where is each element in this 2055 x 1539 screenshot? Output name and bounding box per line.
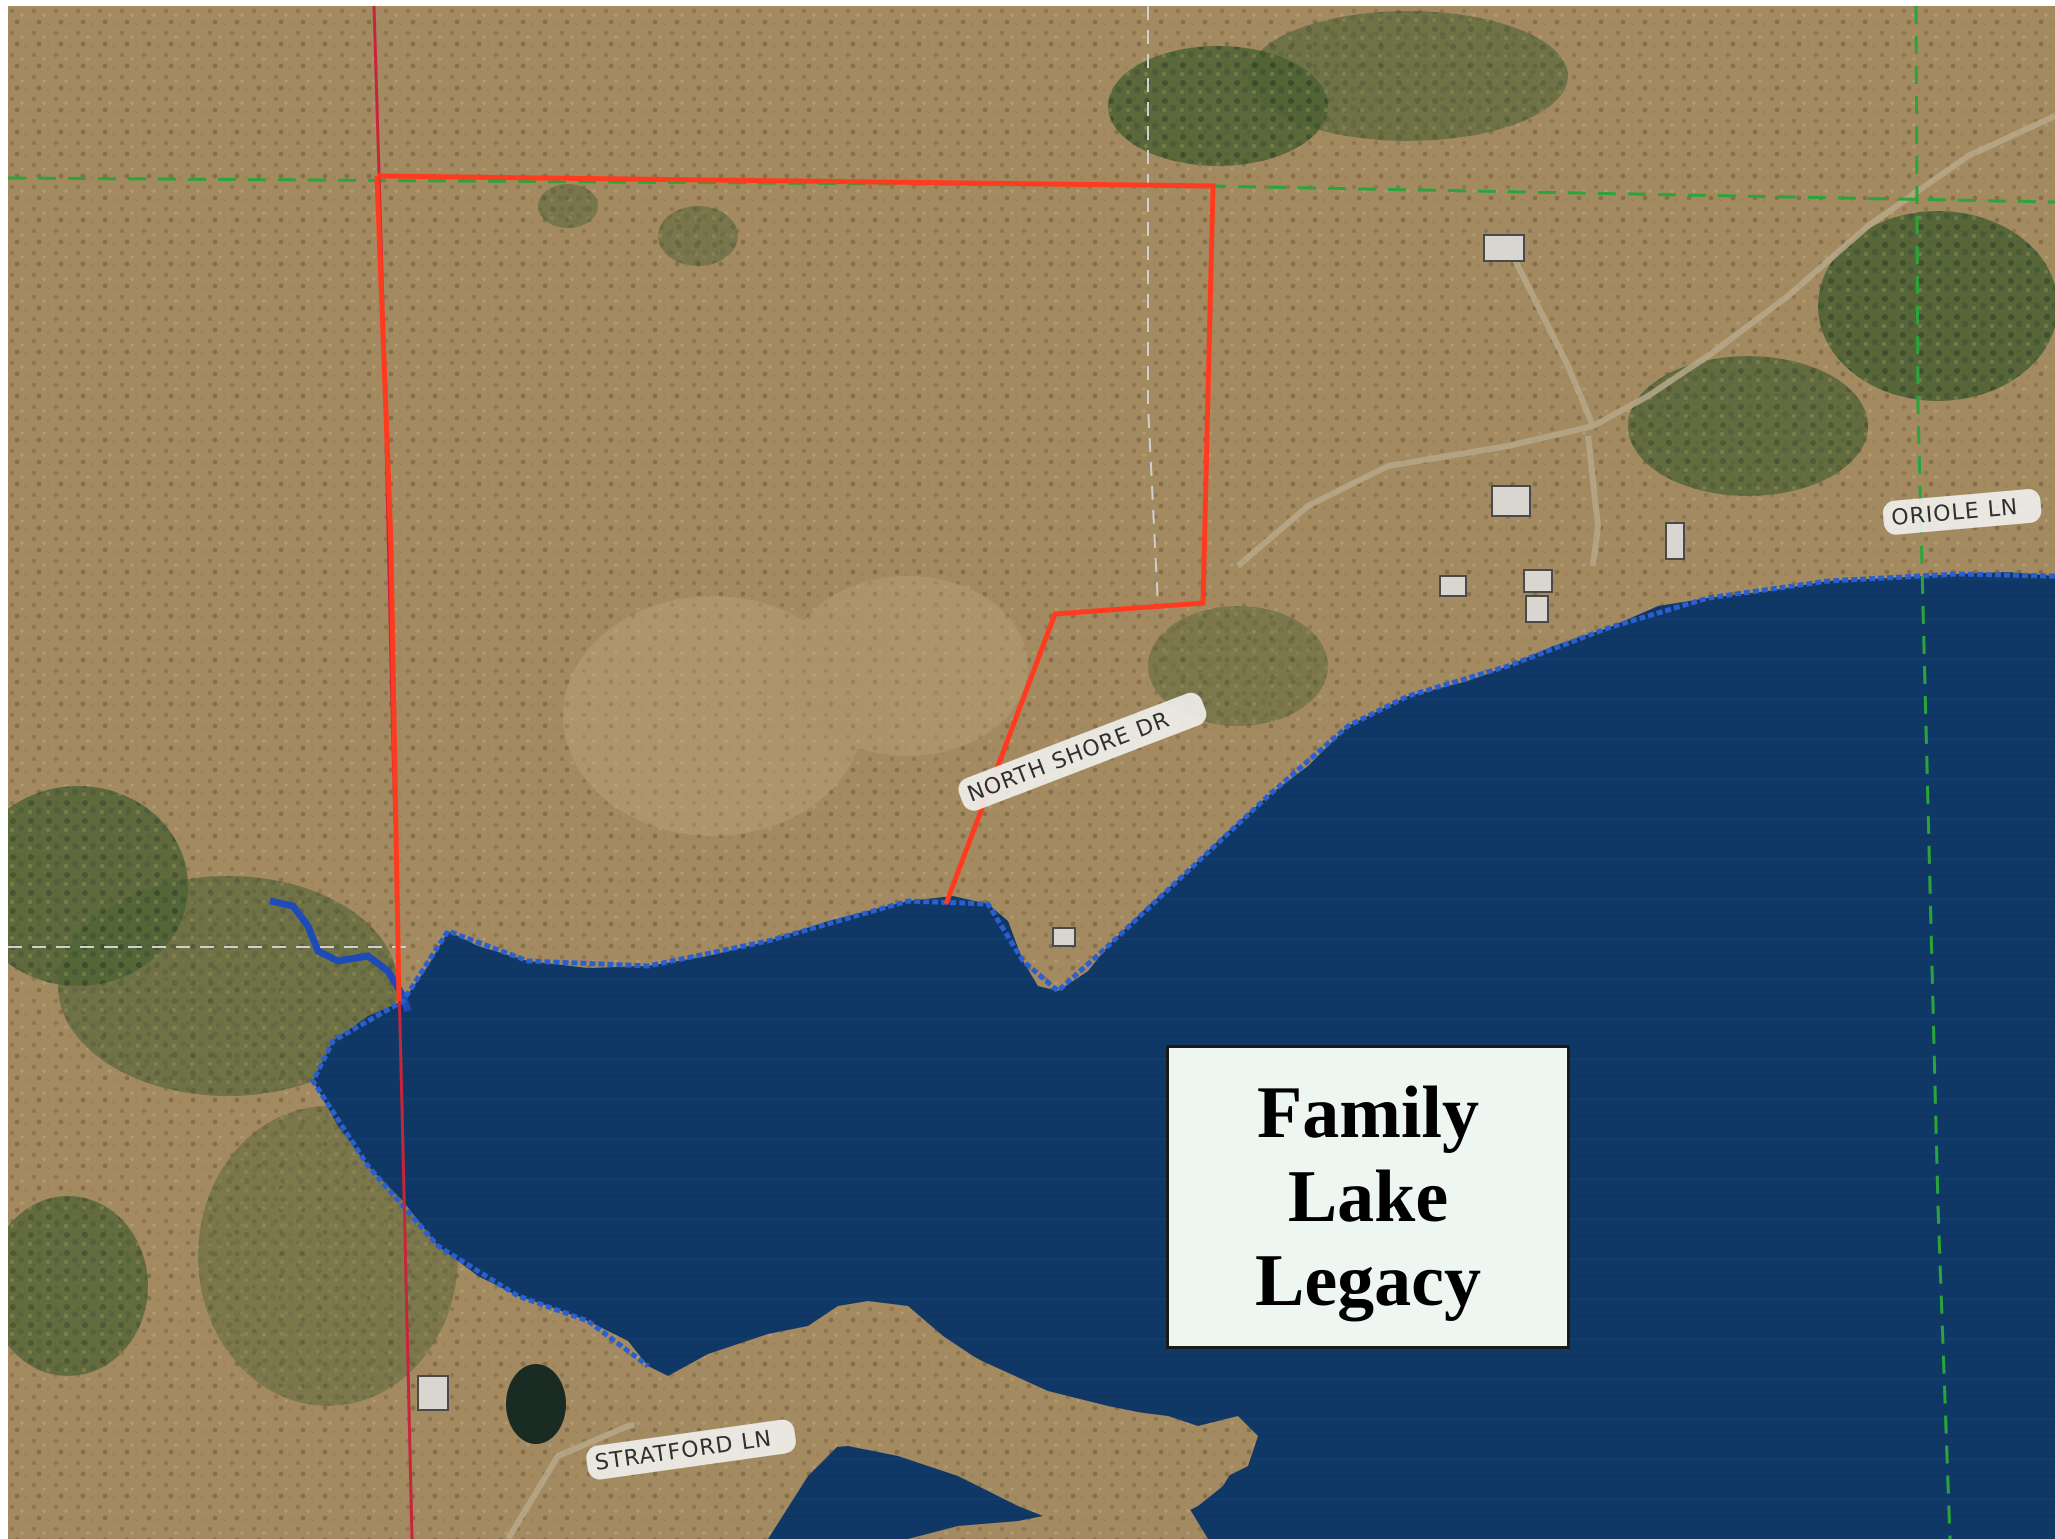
shoreline: [310, 571, 2055, 1368]
pond: [506, 1364, 566, 1444]
title-line-1: Family: [1257, 1072, 1479, 1154]
quarter-lines: [8, 6, 1159, 948]
road-label-oriole: ORIOLE LN: [1882, 489, 2042, 535]
title-line-3: Legacy: [1254, 1240, 1482, 1322]
map-title-box: Family Lake Legacy: [1166, 1045, 1570, 1349]
parcel-boundary: [374, 173, 1216, 1002]
aerial-parcel-map: NORTH SHORE DR ORIOLE LN STRATFORD LN: [8, 6, 2055, 1539]
buildings: [417, 234, 1685, 1411]
clearings: [563, 576, 1028, 836]
stratford-peninsula: [628, 1336, 1240, 1539]
title-line-2: Lake: [1287, 1156, 1449, 1238]
